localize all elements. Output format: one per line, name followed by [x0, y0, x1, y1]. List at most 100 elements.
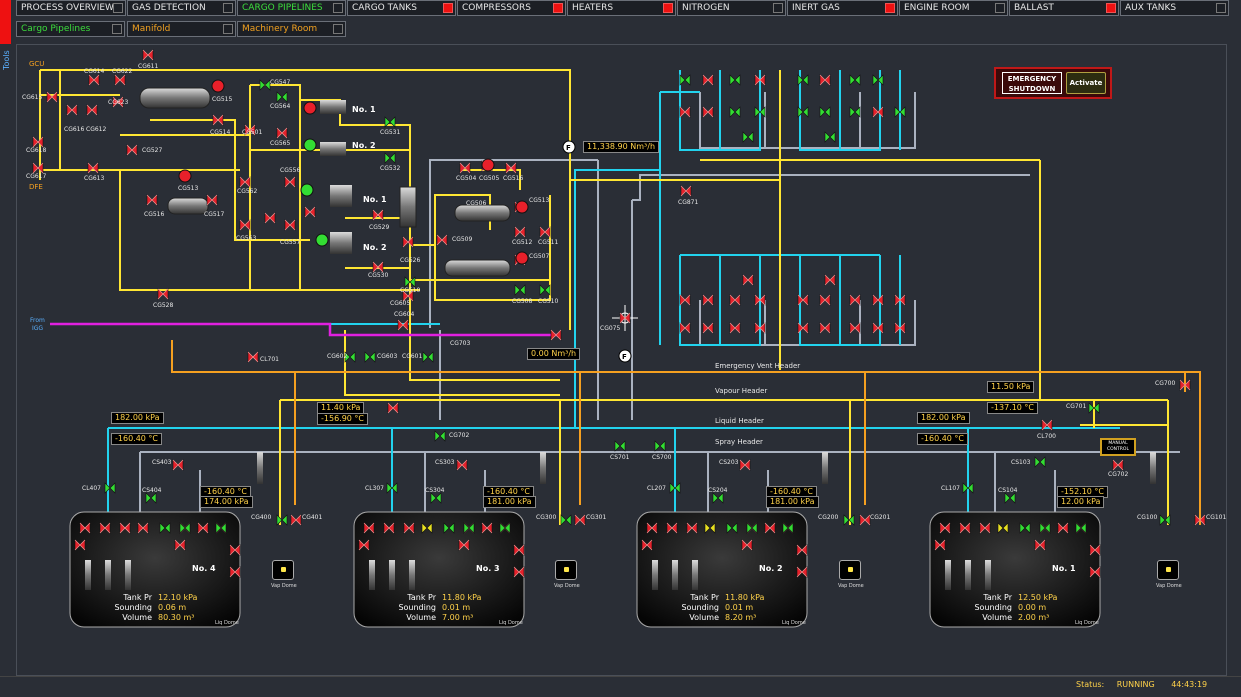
- tab-engine-room[interactable]: ENGINE ROOM: [899, 0, 1008, 16]
- valve-label-cg700: CG700: [1155, 380, 1175, 387]
- valve-icon[interactable]: [421, 522, 433, 534]
- tab-nitrogen[interactable]: NITROGEN: [677, 0, 786, 16]
- valve-icon[interactable]: [754, 106, 766, 118]
- valve-icon[interactable]: [384, 152, 396, 164]
- valve-icon[interactable]: [712, 492, 724, 504]
- valve-icon[interactable]: [872, 74, 884, 86]
- vap-dome-label: Vap Dome: [838, 583, 864, 589]
- subtab-manifold[interactable]: Manifold: [127, 21, 236, 37]
- valve-icon[interactable]: [797, 106, 809, 118]
- valve-icon[interactable]: [443, 522, 455, 534]
- pump-icon[interactable]: [211, 79, 225, 93]
- valve-icon[interactable]: [782, 522, 794, 534]
- valve-icon[interactable]: [1034, 456, 1046, 468]
- tab-process-overview[interactable]: PROCESS OVERVIEW: [16, 0, 126, 16]
- valve-icon[interactable]: [849, 106, 861, 118]
- valve-icon[interactable]: [729, 74, 741, 86]
- pump-icon[interactable]: [178, 169, 192, 183]
- valve-icon[interactable]: [679, 74, 691, 86]
- valve-closed-mark: [86, 104, 98, 116]
- valve-icon[interactable]: [159, 522, 171, 534]
- valve-icon[interactable]: [499, 522, 511, 534]
- valve-icon[interactable]: [384, 116, 396, 128]
- valve-icon[interactable]: [819, 106, 831, 118]
- subtab-machinery-room[interactable]: Machinery Room: [237, 21, 346, 37]
- tab-cargo-tanks[interactable]: CARGO TANKS: [347, 0, 456, 16]
- valve-icon[interactable]: [386, 482, 398, 494]
- valve-icon[interactable]: [1039, 522, 1051, 534]
- valve-closed-mark: [939, 522, 951, 534]
- valve-icon[interactable]: [797, 74, 809, 86]
- vap-dome-icon[interactable]: [272, 560, 294, 580]
- tab-cargo-pipelines[interactable]: CARGO PIPELINES: [237, 0, 346, 16]
- flow-symbol-2: F: [622, 353, 627, 361]
- tab-heaters[interactable]: HEATERS: [567, 0, 676, 16]
- valve-icon[interactable]: [104, 482, 116, 494]
- valve-icon[interactable]: [364, 351, 376, 363]
- valve-icon[interactable]: [997, 522, 1009, 534]
- valve-icon[interactable]: [463, 522, 475, 534]
- pump-icon[interactable]: [303, 138, 317, 152]
- valve-icon[interactable]: [539, 284, 551, 296]
- valve-icon[interactable]: [179, 522, 191, 534]
- pump-icon[interactable]: [303, 101, 317, 115]
- valve-icon[interactable]: [344, 351, 356, 363]
- valve-icon[interactable]: [849, 74, 861, 86]
- valve-icon[interactable]: [215, 522, 227, 534]
- valve-icon[interactable]: [1004, 492, 1016, 504]
- valve-icon[interactable]: [404, 276, 416, 288]
- tab-ballast[interactable]: BALLAST: [1009, 0, 1119, 16]
- valve-icon[interactable]: [824, 131, 836, 143]
- valve-label-cl701: CL701: [260, 356, 279, 363]
- valve-icon[interactable]: [894, 106, 906, 118]
- status-bar: Status: RUNNING 44:43:19: [1076, 680, 1207, 694]
- valve-icon[interactable]: [430, 492, 442, 504]
- valve-icon[interactable]: [276, 514, 288, 526]
- valve-icon[interactable]: [259, 79, 271, 91]
- tab-gas-detection[interactable]: GAS DETECTION: [127, 0, 236, 16]
- manual-control-text-1: MANUAL: [1108, 441, 1128, 446]
- valve-icon[interactable]: [1075, 522, 1087, 534]
- dfe-label: DFE: [29, 183, 43, 191]
- manual-control-button[interactable]: MANUAL CONTROL: [1100, 438, 1136, 456]
- valve-icon[interactable]: [729, 106, 741, 118]
- reading-label: Tank Pr: [407, 593, 436, 602]
- valve-icon[interactable]: [276, 91, 288, 103]
- valve-closed-mark: [206, 194, 218, 206]
- valve-icon[interactable]: [726, 522, 738, 534]
- valve-icon[interactable]: [614, 440, 626, 452]
- valve-icon[interactable]: [434, 430, 446, 442]
- valve-icon[interactable]: [1019, 522, 1031, 534]
- valve-icon[interactable]: [422, 351, 434, 363]
- valve-icon[interactable]: [742, 131, 754, 143]
- valves: [32, 49, 1206, 578]
- subtab-cargo-pipelines[interactable]: Cargo Pipelines: [16, 21, 125, 37]
- valve-icon[interactable]: [145, 492, 157, 504]
- valve-closed-mark: [619, 312, 631, 324]
- valve-icon[interactable]: [843, 514, 855, 526]
- vapour-header-label: Vapour Header: [715, 387, 767, 395]
- valve-icon[interactable]: [704, 522, 716, 534]
- valve-icon[interactable]: [669, 482, 681, 494]
- valve-icon[interactable]: [1159, 514, 1171, 526]
- valve-icon[interactable]: [560, 514, 572, 526]
- pump-icon[interactable]: [481, 158, 495, 172]
- valve-icon[interactable]: [514, 284, 526, 296]
- pump-icon[interactable]: [300, 183, 314, 197]
- activate-button[interactable]: Activate: [1066, 72, 1106, 94]
- valve-icon[interactable]: [962, 482, 974, 494]
- vap-dome-icon[interactable]: [1157, 560, 1179, 580]
- valve-closed-mark: [739, 459, 751, 471]
- valve-icon[interactable]: [654, 440, 666, 452]
- valve-icon[interactable]: [1088, 402, 1100, 414]
- tab-aux-tanks[interactable]: AUX TANKS: [1120, 0, 1229, 16]
- vap-dome-icon[interactable]: [555, 560, 577, 580]
- vap-dome-icon[interactable]: [839, 560, 861, 580]
- pump-icon[interactable]: [515, 251, 529, 265]
- tab-compressors[interactable]: COMPRESSORS: [457, 0, 566, 16]
- pump-icon[interactable]: [315, 233, 329, 247]
- tab-inert-gas[interactable]: INERT GAS: [787, 0, 898, 16]
- pump-icon[interactable]: [515, 200, 529, 214]
- valve-icon[interactable]: [746, 522, 758, 534]
